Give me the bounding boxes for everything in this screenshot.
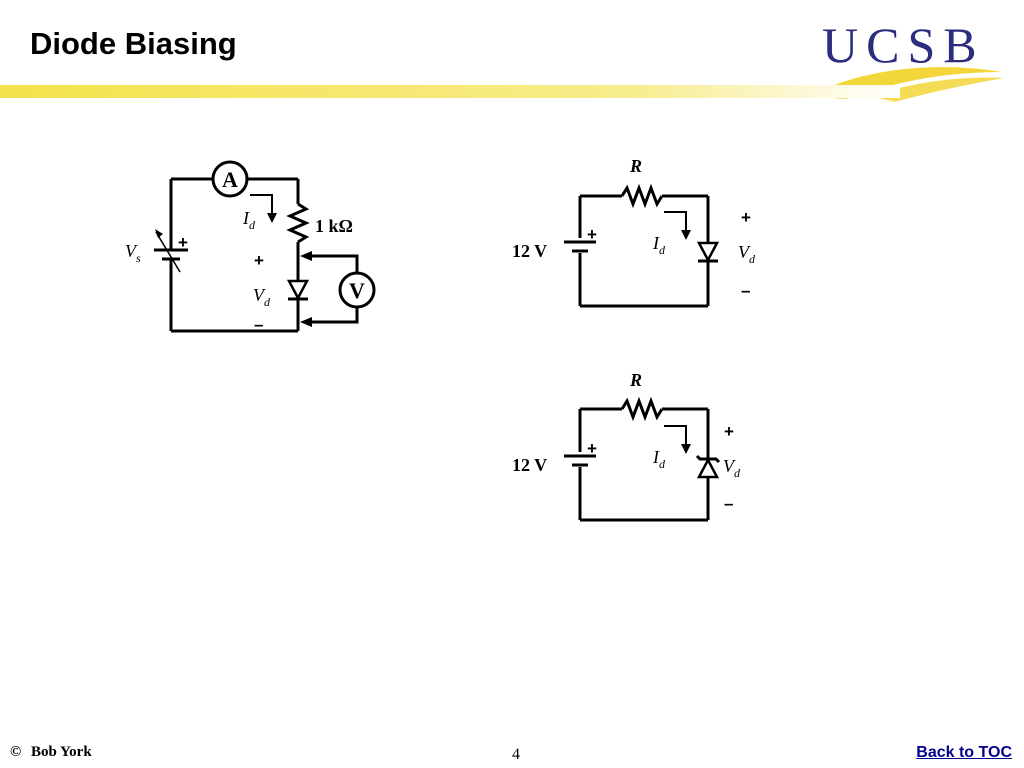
back-to-toc-link[interactable]: Back to TOC bbox=[916, 744, 1012, 761]
voltmeter-lead-arrow-top bbox=[300, 251, 312, 261]
current-arrowhead-c bbox=[681, 444, 691, 454]
source-b-label: 12 V bbox=[512, 241, 547, 261]
diode-b-minus: – bbox=[741, 281, 750, 300]
page-number: 4 bbox=[512, 746, 520, 763]
diode-c-voltage-label: Vd bbox=[723, 456, 741, 480]
current-b-label: Id bbox=[652, 233, 666, 257]
slide-title: Diode Biasing bbox=[30, 26, 237, 61]
ammeter-label: A bbox=[222, 167, 238, 192]
voltmeter-lead-arrow-bottom bbox=[300, 317, 312, 327]
logo-swoosh-2 bbox=[870, 77, 1004, 102]
diode-a-voltage-label: Vd bbox=[253, 285, 271, 309]
current-arrow-b bbox=[664, 211, 687, 232]
diode-a-plus: + bbox=[254, 251, 264, 270]
footer-credit: © Bob York bbox=[10, 744, 92, 761]
diode-b-plus: + bbox=[741, 208, 751, 227]
circuit-a bbox=[169, 177, 359, 333]
zener-diode-c-icon bbox=[695, 454, 721, 479]
circuit-c bbox=[578, 396, 710, 522]
current-arrowhead-a bbox=[267, 213, 277, 223]
source-variable-arrow bbox=[155, 229, 163, 238]
diode-b-icon bbox=[696, 241, 720, 263]
current-c-label: Id bbox=[652, 447, 666, 471]
source-a-plus: + bbox=[178, 233, 188, 252]
battery-c-icon bbox=[564, 454, 596, 467]
source-a-label: Vs bbox=[125, 241, 141, 265]
current-arrowhead-b bbox=[681, 230, 691, 240]
diode-b-voltage-label: Vd bbox=[738, 242, 756, 266]
voltmeter-label: V bbox=[349, 278, 365, 303]
diode-c-plus: + bbox=[724, 422, 734, 441]
battery-c-plus: + bbox=[587, 439, 597, 458]
battery-b-icon bbox=[564, 240, 596, 253]
circuit-b bbox=[578, 183, 710, 308]
diode-c-minus: – bbox=[724, 494, 733, 513]
current-a-label: Id bbox=[242, 208, 256, 232]
current-arrow-c bbox=[664, 425, 687, 446]
author-name: Bob York bbox=[30, 744, 92, 760]
logo-text: UCSB bbox=[822, 17, 985, 73]
current-arrow-a bbox=[250, 194, 273, 215]
diode-a-icon bbox=[286, 279, 310, 301]
diode-a-minus: – bbox=[254, 315, 263, 334]
copyright-symbol: © bbox=[10, 744, 22, 760]
resistor-c-label: R bbox=[629, 370, 642, 390]
battery-b-plus: + bbox=[587, 225, 597, 244]
voltmeter-icon: V bbox=[338, 271, 376, 309]
variable-source-icon bbox=[154, 231, 188, 273]
resistor-b-label: R bbox=[629, 156, 642, 176]
resistor-a-label: 1 kΩ bbox=[315, 216, 353, 236]
source-c-label: 12 V bbox=[512, 455, 547, 475]
header-band bbox=[0, 85, 900, 98]
ammeter-icon: A bbox=[211, 160, 249, 198]
